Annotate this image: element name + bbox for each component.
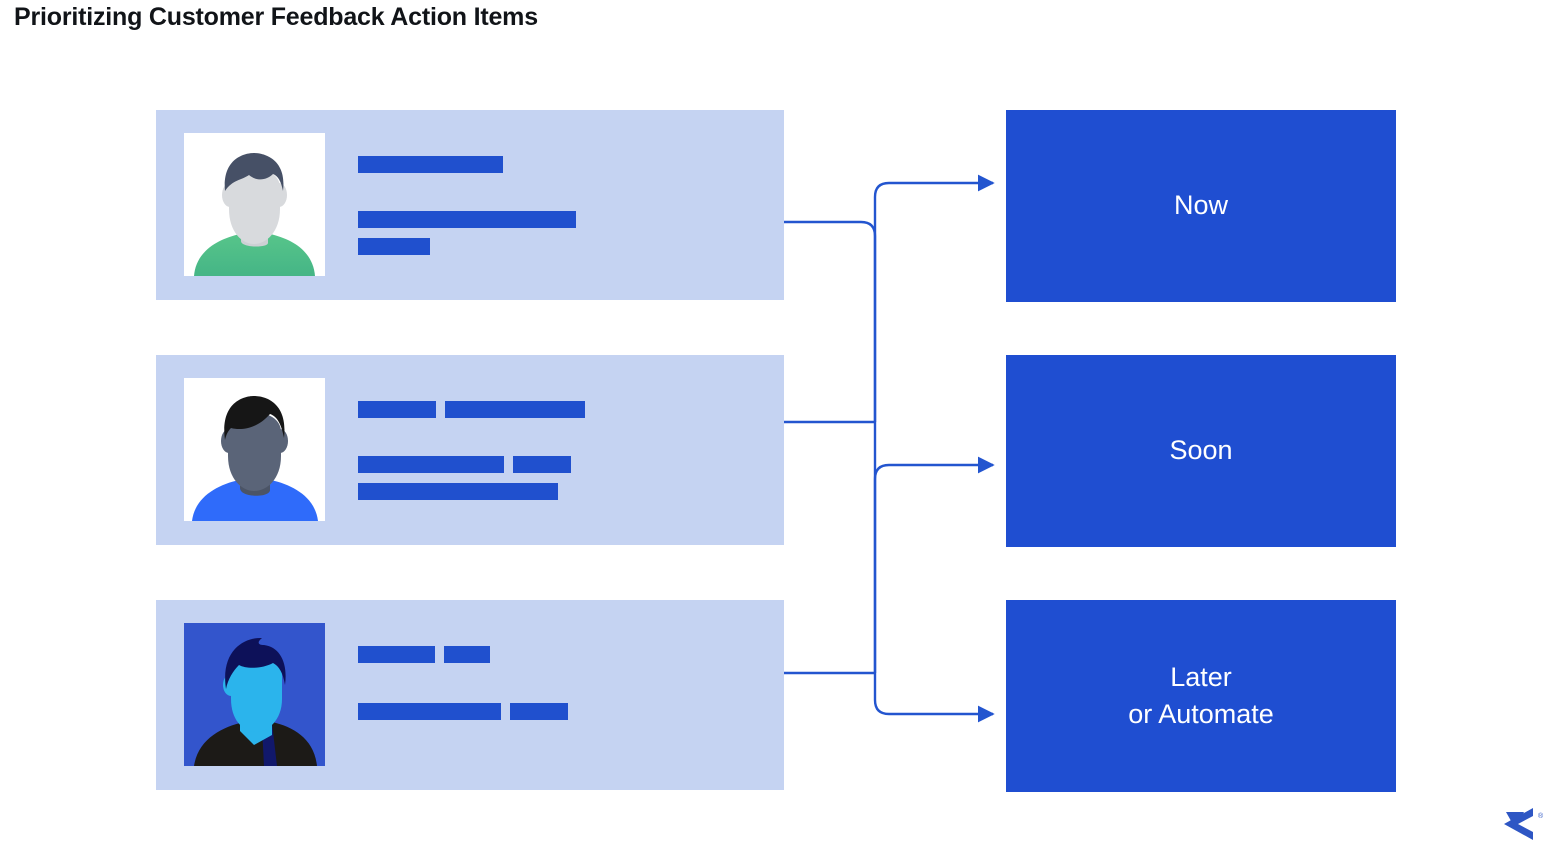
feedback-text-lines <box>358 110 778 300</box>
text-row <box>358 211 576 228</box>
person-avatar-icon <box>184 378 325 521</box>
avatar <box>184 623 325 766</box>
text-bar <box>444 646 490 663</box>
text-bar <box>358 156 503 173</box>
text-bar <box>358 401 436 418</box>
priority-box-later[interactable]: Later or Automate <box>1006 600 1396 792</box>
avatar <box>184 378 325 521</box>
text-bar <box>358 483 558 500</box>
text-bar <box>358 238 430 255</box>
text-row <box>358 646 490 663</box>
connector-card1 <box>784 220 877 422</box>
feedback-text-lines <box>358 355 778 545</box>
text-bar <box>358 646 435 663</box>
priority-box-soon[interactable]: Soon <box>1006 355 1396 547</box>
priority-box-label: Now <box>1173 190 1228 221</box>
registered-trademark-icon: ® <box>1538 812 1544 820</box>
feedback-card-1[interactable] <box>156 110 784 300</box>
priority-box-label: Later or Automate <box>1128 661 1274 729</box>
text-row <box>358 483 558 500</box>
priority-box-label: Soon <box>1169 435 1233 466</box>
text-bar <box>358 703 501 720</box>
text-bar <box>445 401 585 418</box>
text-row <box>358 401 585 418</box>
text-bar <box>358 211 576 228</box>
feedback-card-2[interactable] <box>156 355 784 545</box>
page-title: Prioritizing Customer Feedback Action It… <box>14 3 538 31</box>
person-avatar-icon <box>184 623 325 766</box>
priority-box-now[interactable]: Now <box>1006 110 1396 302</box>
text-row <box>358 703 568 720</box>
text-bar <box>358 456 504 473</box>
text-bar <box>510 703 568 720</box>
connector-to-now <box>873 174 995 422</box>
avatar <box>184 133 325 276</box>
feedback-card-3[interactable] <box>156 600 784 790</box>
connector-to-soon <box>873 456 995 673</box>
text-row <box>358 238 430 255</box>
person-avatar-icon <box>184 133 325 276</box>
connector-to-later <box>873 673 995 723</box>
text-row <box>358 156 503 173</box>
text-bar <box>513 456 571 473</box>
text-row <box>358 456 571 473</box>
brand-logo: ® <box>1504 808 1544 840</box>
feedback-text-lines <box>358 600 778 790</box>
